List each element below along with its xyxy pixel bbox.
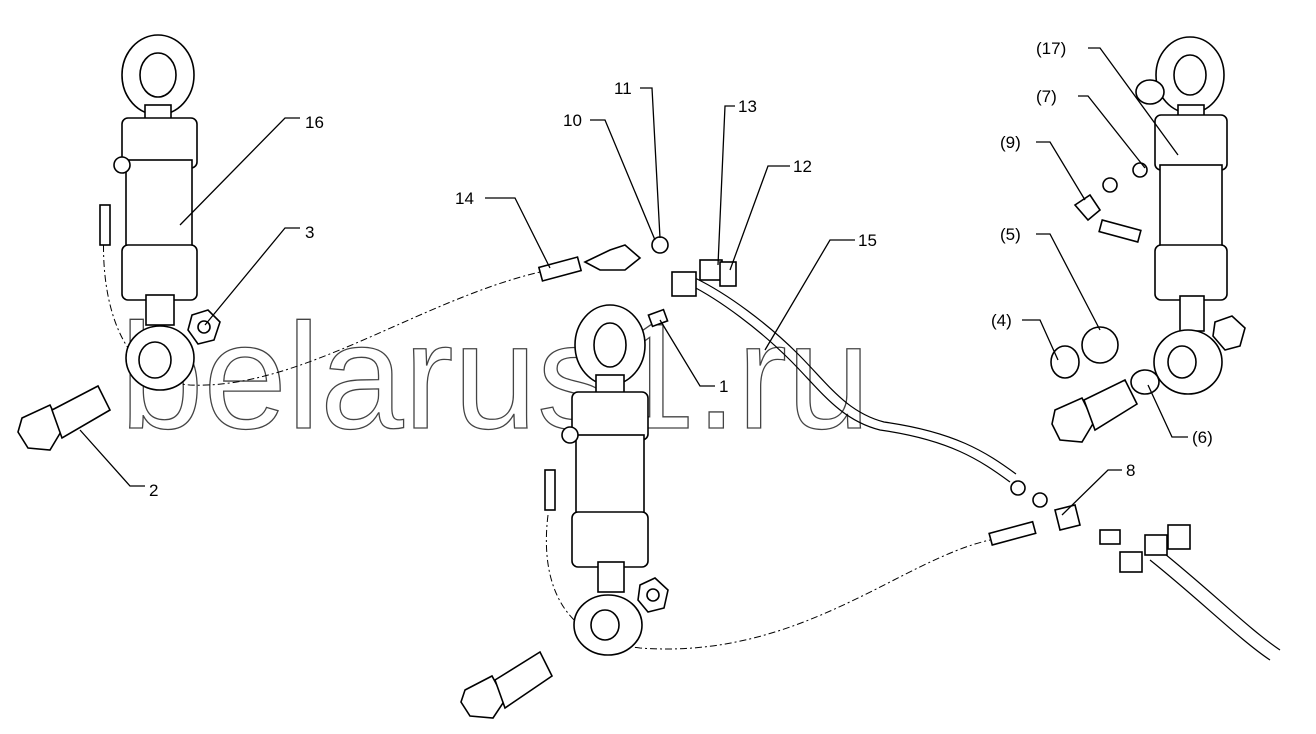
nut-center bbox=[637, 577, 669, 613]
callout-3: 3 bbox=[305, 223, 314, 242]
pipe-right bbox=[1149, 549, 1281, 661]
callout-14: 14 bbox=[455, 189, 474, 208]
pipe-15-edge bbox=[694, 277, 1017, 475]
bushings-4-5-6 bbox=[1050, 315, 1246, 443]
callout-2: 2 bbox=[149, 481, 158, 500]
leader-lines bbox=[79, 47, 1188, 516]
callout-8: 8 bbox=[1126, 461, 1135, 480]
callout-12: 12 bbox=[793, 157, 812, 176]
tee-fitting-8 bbox=[988, 480, 1191, 573]
cylinder-16 bbox=[99, 34, 198, 391]
fittings-10-14 bbox=[537, 236, 737, 328]
clamp-block bbox=[671, 271, 697, 297]
bolt-2 bbox=[17, 384, 112, 451]
callout-1: 1 bbox=[719, 377, 728, 396]
pipe-15 bbox=[689, 284, 1011, 483]
callout-15: 15 bbox=[858, 231, 877, 250]
callout-13: 13 bbox=[738, 97, 757, 116]
callout-10: 10 bbox=[563, 111, 582, 130]
bolt-center bbox=[460, 650, 554, 719]
cylinder-17 bbox=[1135, 36, 1228, 395]
callout-16: 16 bbox=[305, 113, 324, 132]
callout-5: (5) bbox=[1000, 225, 1021, 244]
callout-6: (6) bbox=[1192, 428, 1213, 447]
callout-11: 11 bbox=[614, 79, 632, 98]
hose-left bbox=[103, 229, 541, 386]
cylinder-center bbox=[544, 304, 649, 656]
watermark: belarus1.ru bbox=[120, 292, 870, 460]
callout-7: (7) bbox=[1036, 87, 1057, 106]
nut-3 bbox=[187, 309, 221, 345]
callout-17: (17) bbox=[1036, 39, 1066, 58]
callout-9: (9) bbox=[1000, 133, 1021, 152]
fittings-7-9 bbox=[1073, 162, 1148, 243]
callout-4: (4) bbox=[991, 311, 1012, 330]
